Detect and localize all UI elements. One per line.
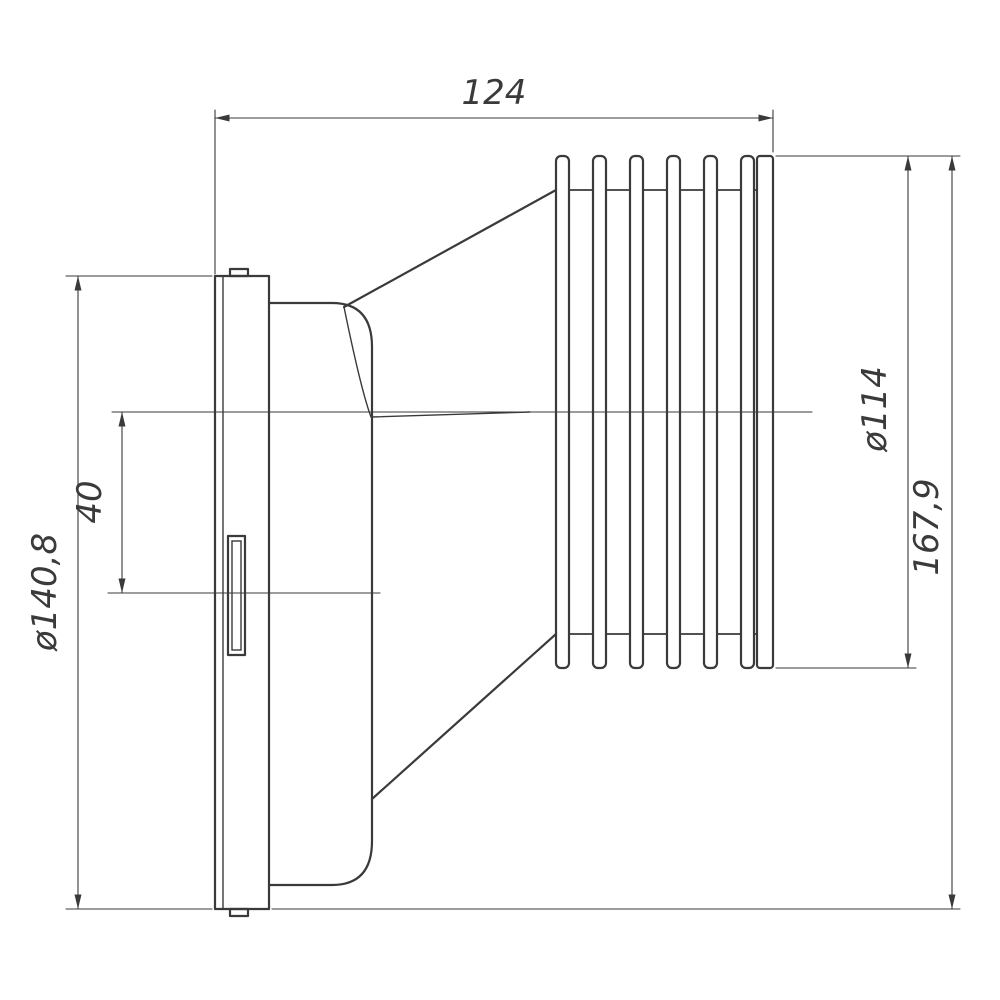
cone-top-edge	[342, 188, 558, 309]
dim-label-height: 167,9	[907, 478, 947, 575]
cone-seam-line	[343, 306, 531, 418]
dim-label-offset: 40	[70, 480, 110, 523]
flange-slot-inner	[231, 540, 242, 651]
flange-top-tab	[228, 267, 250, 278]
dim-pipe-diameter: ø114	[775, 155, 961, 669]
dim-label-flange-diameter: ø140,8	[25, 533, 65, 652]
flange-slot-outer	[226, 534, 247, 657]
extension-lines	[775, 155, 961, 669]
dim-flange-diameter: ø140,8	[25, 275, 213, 910]
extension-lines	[65, 275, 213, 910]
connector-body	[267, 301, 374, 887]
extension-lines	[214, 109, 774, 275]
dimensions: 124 ø140,8 40 ø114	[25, 73, 961, 910]
cone-bottom-edge	[370, 632, 558, 801]
dim-axis-offset: 40	[70, 411, 126, 594]
dim-label-pipe-diameter: ø114	[855, 366, 895, 453]
dim-overall-length: 124	[214, 73, 774, 275]
dim-overall-height: 167,9	[271, 155, 961, 910]
body-outline	[267, 301, 374, 887]
center-lines	[107, 411, 813, 594]
flange-bottom-tab	[228, 907, 250, 918]
dim-label-length: 124	[462, 73, 527, 113]
transition-cone	[342, 188, 558, 801]
